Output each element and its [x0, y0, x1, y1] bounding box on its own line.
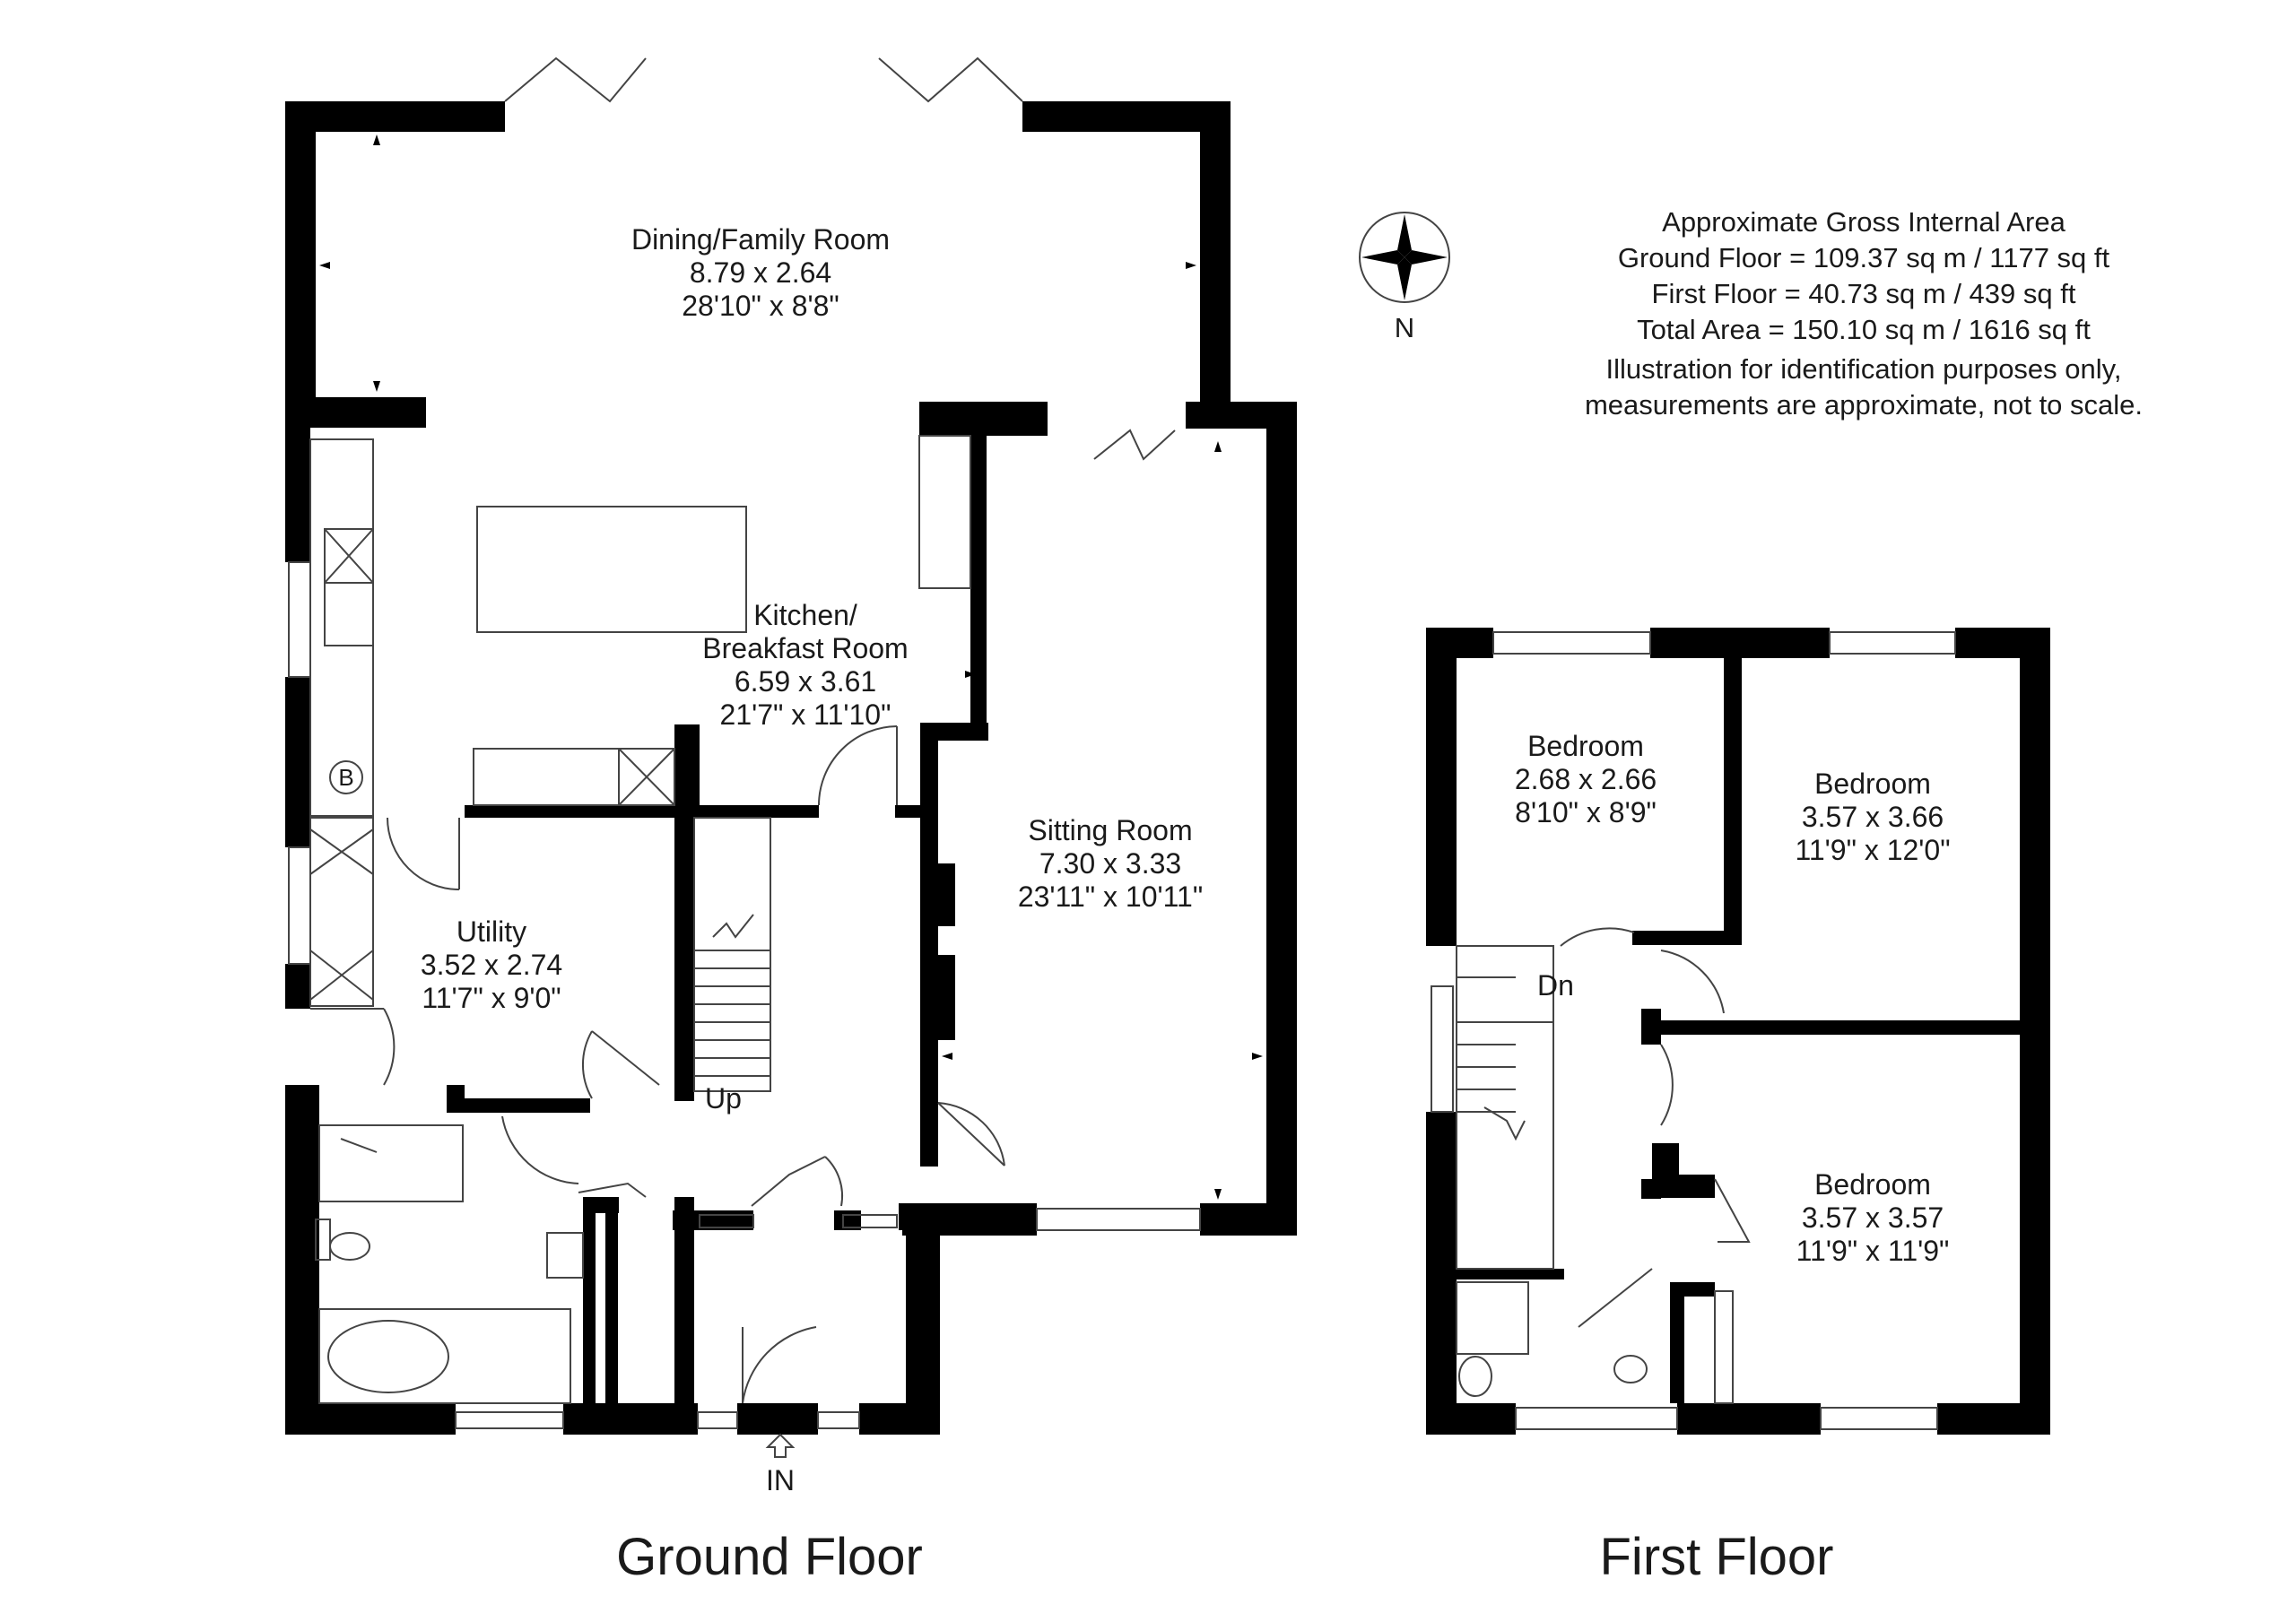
- room-name: Dining/Family Room: [631, 223, 890, 256]
- entrance-arrow-icon: [765, 1433, 796, 1458]
- north-compass-icon: [1359, 212, 1450, 303]
- compass-label: N: [1395, 312, 1414, 343]
- kitchen-island: [476, 506, 747, 633]
- first-floor-fixtures: [1431, 631, 1956, 1430]
- first-floor-walls: [1426, 628, 2050, 1435]
- disclaimer-2: measurements are approximate, not to sca…: [1585, 389, 2143, 421]
- shower-tray: [318, 1124, 464, 1202]
- ground-floor-walls: [285, 101, 1297, 1435]
- first-floor-title: First Floor: [1600, 1528, 1834, 1586]
- room-bedroom-3: Bedroom 3.57 x 3.57 11'9" x 11'9": [1796, 1168, 1950, 1267]
- room-name: Bedroom: [1814, 1168, 1931, 1201]
- room-name: Sitting Room: [1028, 814, 1192, 846]
- room-imperial: 8'10" x 8'9": [1515, 796, 1657, 828]
- stairs-up-label: Up: [705, 1082, 742, 1115]
- boiler-label: B: [338, 764, 353, 791]
- stairs-down-label: Dn: [1537, 969, 1574, 1002]
- room-metric: 3.57 x 3.57: [1802, 1201, 1944, 1234]
- boiler-marker: [329, 760, 363, 794]
- room-imperial: 23'11" x 10'11": [1018, 880, 1203, 913]
- room-kitchen: Kitchen/ Breakfast Room 6.59 x 3.61 21'7…: [702, 599, 908, 731]
- room-metric: 8.79 x 2.64: [690, 256, 831, 289]
- room-name: Bedroom: [1814, 768, 1931, 800]
- room-name-2: Breakfast Room: [702, 632, 908, 664]
- room-sitting: Sitting Room 7.30 x 3.33 23'11" x 10'11": [1018, 814, 1203, 913]
- room-bedroom-2: Bedroom 3.57 x 3.66 11'9" x 12'0": [1795, 768, 1950, 866]
- ground-floor-fixtures: [288, 56, 1201, 1429]
- area-info: Approximate Gross Internal Area Ground F…: [1585, 206, 2143, 421]
- area-ground: Ground Floor = 109.37 sq m / 1177 sq ft: [1618, 242, 2110, 273]
- room-name: Bedroom: [1527, 730, 1644, 762]
- area-first: First Floor = 40.73 sq m / 439 sq ft: [1652, 278, 2076, 309]
- bath-icon: [327, 1320, 449, 1393]
- disclaimer-1: Illustration for identification purposes…: [1606, 353, 2122, 385]
- room-dining: Dining/Family Room 8.79 x 2.64 28'10" x …: [631, 223, 890, 322]
- room-metric: 2.68 x 2.66: [1515, 763, 1657, 795]
- room-imperial: 11'9" x 11'9": [1796, 1235, 1950, 1267]
- room-metric: 6.59 x 3.61: [735, 665, 876, 698]
- area-title: Approximate Gross Internal Area: [1662, 206, 2066, 238]
- room-name: Utility: [457, 915, 526, 948]
- room-imperial: 11'7" x 9'0": [422, 982, 561, 1014]
- room-imperial: 21'7" x 11'10": [720, 698, 891, 731]
- room-metric: 3.52 x 2.74: [421, 949, 562, 981]
- ground-floor-title: Ground Floor: [616, 1528, 923, 1586]
- sink-icon: [546, 1232, 584, 1279]
- room-metric: 7.30 x 3.33: [1039, 847, 1181, 880]
- entrance-label: IN: [766, 1464, 795, 1496]
- room-metric: 3.57 x 3.66: [1802, 801, 1944, 833]
- dimension-arrows: [319, 134, 1263, 1200]
- room-imperial: 28'10" x 8'8": [682, 290, 839, 322]
- room-utility: Utility 3.52 x 2.74 11'7" x 9'0": [421, 915, 562, 1014]
- room-name: Kitchen/: [753, 599, 857, 631]
- area-total: Total Area = 150.10 sq m / 1616 sq ft: [1637, 314, 2091, 345]
- toilet-icon: [329, 1232, 370, 1261]
- room-bedroom-1: Bedroom 2.68 x 2.66 8'10" x 8'9": [1515, 730, 1657, 828]
- room-imperial: 11'9" x 12'0": [1795, 834, 1950, 866]
